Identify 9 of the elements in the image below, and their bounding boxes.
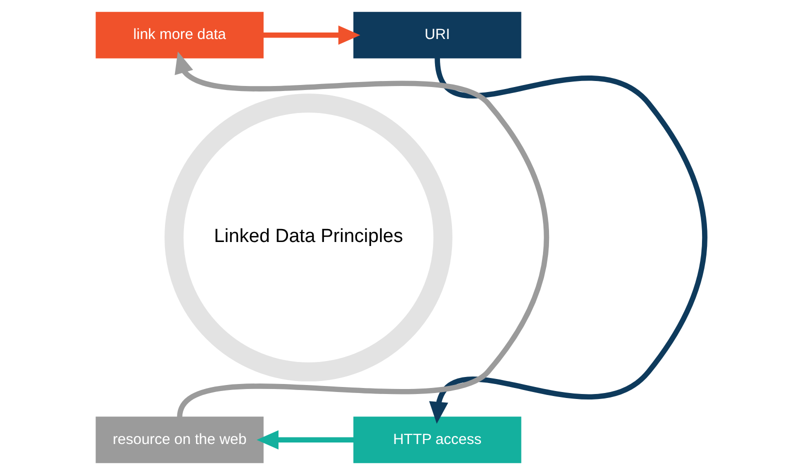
arrow: [262, 26, 360, 45]
arrow: [256, 430, 354, 450]
node-circle: Linked Data Principles: [164, 94, 452, 382]
node-box: link more data: [95, 12, 264, 58]
node-box: URI: [352, 12, 521, 58]
arrow: [174, 52, 549, 418]
node-box: HTTP access: [352, 416, 521, 464]
arrow: [428, 57, 707, 424]
node-box: resource on the web: [95, 416, 264, 464]
